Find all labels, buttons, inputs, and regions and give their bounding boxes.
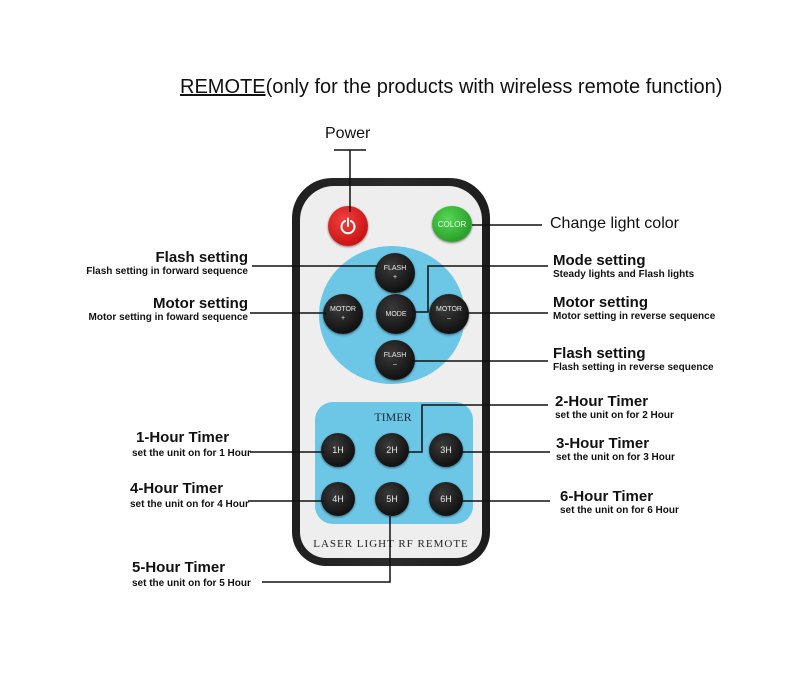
label-flash-forward-sub: Flash setting in forward sequence	[86, 266, 248, 277]
label-timer-6h-title: 6-Hour Timer	[560, 488, 654, 505]
page-title: REMOTE(only for the products with wirele…	[180, 76, 722, 99]
label-timer-2h: 2-Hour Timer set the unit on for 2 Hour	[555, 393, 674, 421]
label-timer-2h-sub: set the unit on for 2 Hour	[555, 410, 674, 421]
flash-reverse-button-label: FLASH	[383, 352, 407, 359]
label-change-color: Change light color	[550, 215, 679, 232]
label-timer-3h: 3-Hour Timer set the unit on for 3 Hour	[556, 435, 675, 463]
mode-button-label: MODE	[385, 310, 407, 318]
mode-button[interactable]: MODE	[376, 294, 416, 334]
flash-forward-button-label: FLASH	[383, 265, 407, 272]
label-flash-reverse-sub: Flash setting in reverse sequence	[553, 362, 714, 373]
flash-forward-button[interactable]: FLASH +	[375, 253, 415, 293]
label-mode: Mode setting Steady lights and Flash lig…	[553, 252, 694, 280]
label-timer-1h-sub: set the unit on for 1 Hour	[132, 448, 251, 459]
label-timer-5h-sub: set the unit on for 5 Hour	[132, 578, 251, 589]
label-timer-5h-title: 5-Hour Timer	[132, 559, 226, 576]
label-power: Power	[325, 125, 371, 142]
power-button[interactable]	[328, 206, 368, 246]
label-flash-reverse-title: Flash setting	[553, 345, 646, 362]
callout-line-timer-5h	[262, 516, 391, 583]
label-timer-3h-sub: set the unit on for 3 Hour	[556, 452, 675, 463]
callout-line-timer-2h	[408, 404, 548, 453]
label-motor-reverse: Motor setting Motor setting in reverse s…	[553, 294, 715, 322]
timer-6h-button[interactable]: 6H	[429, 482, 463, 516]
title-remote-word: REMOTE	[180, 76, 266, 98]
label-timer-4h: 4-Hour Timer set the unit on for 4 Hour	[130, 480, 256, 513]
motor-forward-button-label: MOTOR	[330, 306, 356, 313]
motor-forward-button[interactable]: MOTOR +	[323, 294, 363, 334]
label-motor-reverse-sub: Motor setting in reverse sequence	[553, 311, 716, 322]
label-timer-3h-title: 3-Hour Timer	[556, 435, 650, 452]
motor-reverse-button-sign: –	[447, 315, 451, 322]
timer-2h-button[interactable]: 2H	[375, 433, 409, 467]
motor-reverse-button-label: MOTOR	[436, 306, 462, 313]
timer-pad-label: TIMER	[374, 410, 412, 424]
label-motor-forward-sub: Motor setting in foward sequence	[88, 312, 248, 323]
label-flash-forward: Flash setting Flash setting in forward s…	[40, 249, 248, 277]
title-description: (only for the products with wireless rem…	[265, 76, 723, 98]
flash-reverse-button[interactable]: FLASH –	[375, 340, 415, 380]
callout-line-power	[334, 149, 366, 212]
label-motor-forward-title: Motor setting	[153, 295, 248, 312]
flash-reverse-button-sign: –	[393, 361, 397, 368]
timer-4h-button[interactable]: 4H	[321, 482, 355, 516]
label-timer-4h-sub: set the unit on for 4 Hour	[130, 499, 249, 510]
label-timer-6h: 6-Hour Timer set the unit on for 6 Hour	[560, 488, 679, 516]
label-motor-reverse-title: Motor setting	[553, 294, 648, 311]
label-timer-1h-title: 1-Hour Timer	[136, 429, 230, 446]
motor-reverse-button[interactable]: MOTOR –	[429, 294, 469, 334]
label-flash-forward-title: Flash setting	[155, 249, 248, 266]
power-icon	[340, 217, 356, 235]
label-timer-2h-title: 2-Hour Timer	[555, 393, 649, 410]
label-timer-5h: 5-Hour Timer set the unit on for 5 Hour	[132, 559, 258, 592]
label-timer-6h-sub: set the unit on for 6 Hour	[560, 505, 679, 516]
label-mode-title: Mode setting	[553, 252, 646, 269]
label-timer-4h-title: 4-Hour Timer	[130, 480, 224, 497]
timer-5h-button[interactable]: 5H	[375, 482, 409, 516]
label-motor-forward: Motor setting Motor setting in foward se…	[40, 295, 248, 323]
flash-forward-button-sign: +	[392, 274, 398, 281]
timer-1h-button[interactable]: 1H	[321, 433, 355, 467]
label-timer-1h: 1-Hour Timer set the unit on for 1 Hour	[132, 429, 258, 462]
label-mode-sub: Steady lights and Flash lights	[553, 269, 695, 280]
label-flash-reverse: Flash setting Flash setting in reverse s…	[553, 345, 714, 373]
callout-line-mode	[414, 265, 548, 313]
timer-3h-button[interactable]: 3H	[429, 433, 463, 467]
color-button[interactable]: COLOR	[432, 206, 472, 242]
motor-forward-button-sign: +	[340, 315, 346, 322]
